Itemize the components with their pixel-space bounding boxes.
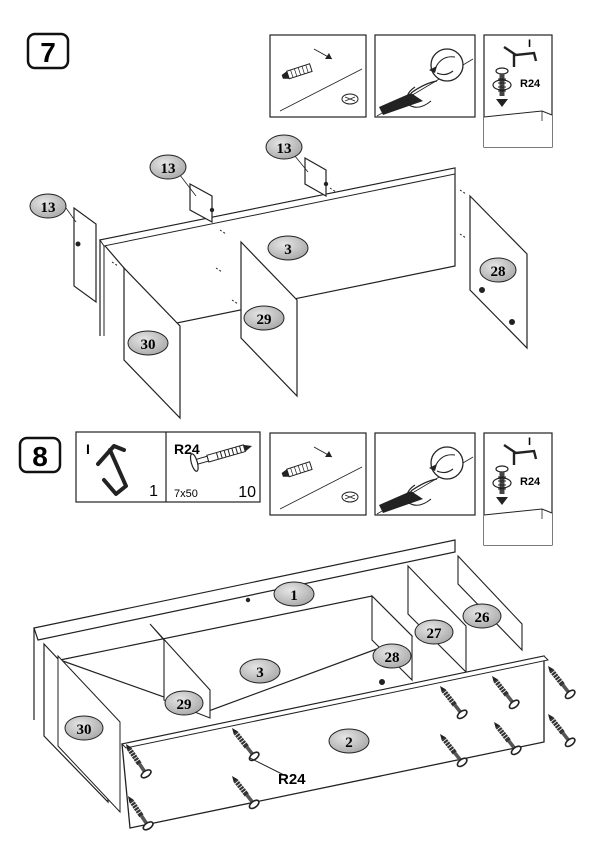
panel-1 — [33, 539, 456, 641]
part-label-30: 30 — [64, 715, 104, 741]
cam-screw-label: R24 — [520, 78, 541, 90]
cam-key-label: I — [528, 436, 531, 448]
cam-screw-icon — [189, 444, 252, 472]
svg-text:27: 27 — [427, 626, 443, 642]
step-number: 7 — [40, 37, 56, 68]
svg-text:13: 13 — [277, 141, 292, 157]
svg-text:13: 13 — [41, 200, 56, 216]
part-label-28: 28 — [479, 257, 517, 283]
step-number-box — [26, 32, 70, 70]
part-label-13c: 13 — [265, 134, 303, 160]
hardware-item-cam-screw: R24 7x50 10 — [174, 441, 256, 501]
cam-lock-inset — [374, 432, 476, 516]
svg-text:R24: R24 — [174, 441, 200, 457]
part-label-29: 29 — [243, 305, 285, 331]
svg-text:2: 2 — [345, 735, 353, 751]
cam-screw-label: R24 — [520, 476, 541, 488]
panel-13-right — [304, 156, 327, 198]
svg-text:30: 30 — [77, 722, 92, 738]
svg-text:10: 10 — [238, 484, 256, 501]
cam-key-label: I — [528, 38, 531, 50]
panel-27 — [407, 564, 467, 674]
part-label-27: 27 — [414, 619, 454, 645]
part-label-3: 3 — [267, 235, 309, 261]
hardware-table: I 1 R24 7x50 10 — [75, 431, 261, 503]
svg-text:28: 28 — [491, 264, 506, 280]
svg-text:3: 3 — [284, 242, 292, 258]
step-7: 7 I R24 13 — [26, 32, 554, 420]
dowel-inset — [269, 432, 367, 516]
svg-text:29: 29 — [177, 697, 192, 713]
part-label-13b: 13 — [149, 154, 187, 180]
part-label-3: 3 — [239, 658, 281, 684]
panel-13-middle — [189, 182, 213, 224]
allen-key-icon — [96, 444, 128, 496]
step-number-box — [18, 436, 62, 474]
svg-text:1: 1 — [149, 483, 158, 500]
part-label-1: 1 — [273, 581, 315, 607]
part-label-28: 28 — [372, 643, 412, 669]
svg-text:7x50: 7x50 — [174, 488, 198, 500]
part-label-2: 2 — [328, 728, 370, 754]
svg-text:28: 28 — [385, 650, 400, 666]
cam-lock-inset — [374, 34, 476, 118]
svg-text:29: 29 — [257, 312, 272, 328]
panel-26 — [457, 554, 523, 652]
dowel-inset — [269, 34, 367, 118]
part-label-26: 26 — [462, 603, 502, 629]
svg-text:1: 1 — [290, 588, 298, 604]
screw-callout-label: R24 — [278, 771, 306, 788]
part-label-29: 29 — [164, 690, 204, 716]
part-label-30: 30 — [127, 330, 169, 356]
cam-screw-key-inset: I R24 — [482, 431, 554, 547]
step-number: 8 — [32, 441, 48, 472]
svg-text:13: 13 — [161, 161, 176, 177]
svg-text:30: 30 — [141, 337, 156, 353]
panel-13-left — [73, 206, 97, 304]
svg-text:I: I — [86, 441, 90, 457]
svg-text:26: 26 — [475, 610, 491, 626]
hardware-item-allen-key: I 1 — [86, 441, 158, 500]
step-8: 8 I 1 R24 7x50 10 — [18, 431, 578, 833]
part-label-13a: 13 — [29, 193, 67, 219]
svg-text:3: 3 — [256, 665, 264, 681]
cam-screw-key-inset: I R24 — [482, 33, 554, 149]
